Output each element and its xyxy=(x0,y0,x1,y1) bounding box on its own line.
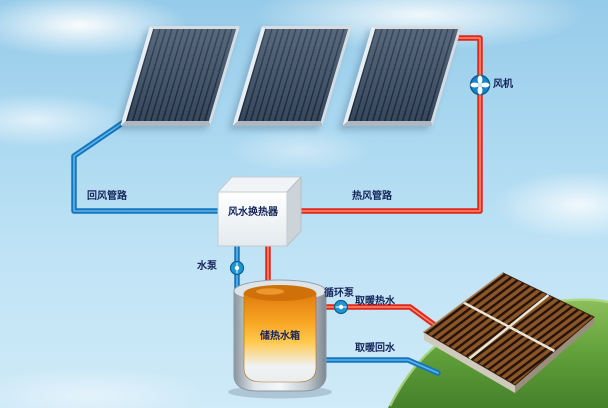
fan-icon xyxy=(469,74,491,96)
hot-air-pipe xyxy=(283,35,483,214)
return-air-pipe xyxy=(71,119,224,214)
heating-return-water-pipe xyxy=(317,357,441,376)
heat-exchanger-box xyxy=(216,175,303,248)
circulation-pump-label: 循环泵 xyxy=(324,288,354,299)
heating-return-water-label: 取暖回水 xyxy=(355,343,395,354)
water-pump-icon xyxy=(229,260,245,276)
circulation-pump-icon xyxy=(333,299,349,315)
heating-hot-water-label: 取暖热水 xyxy=(355,296,395,307)
floor-heating-panels xyxy=(423,272,595,393)
heating-hot-water-pipe xyxy=(317,304,443,332)
storage-tank-label: 储热水箱 xyxy=(260,331,300,342)
water-pump-label: 水泵 xyxy=(197,261,217,272)
heat-exchanger-label: 风水换热器 xyxy=(228,207,278,218)
return-air-pipe-label: 回风管路 xyxy=(87,191,127,202)
fan-label: 风机 xyxy=(493,79,513,90)
storage-tank xyxy=(228,279,332,399)
hot-air-pipe-label: 热风管路 xyxy=(352,191,392,202)
